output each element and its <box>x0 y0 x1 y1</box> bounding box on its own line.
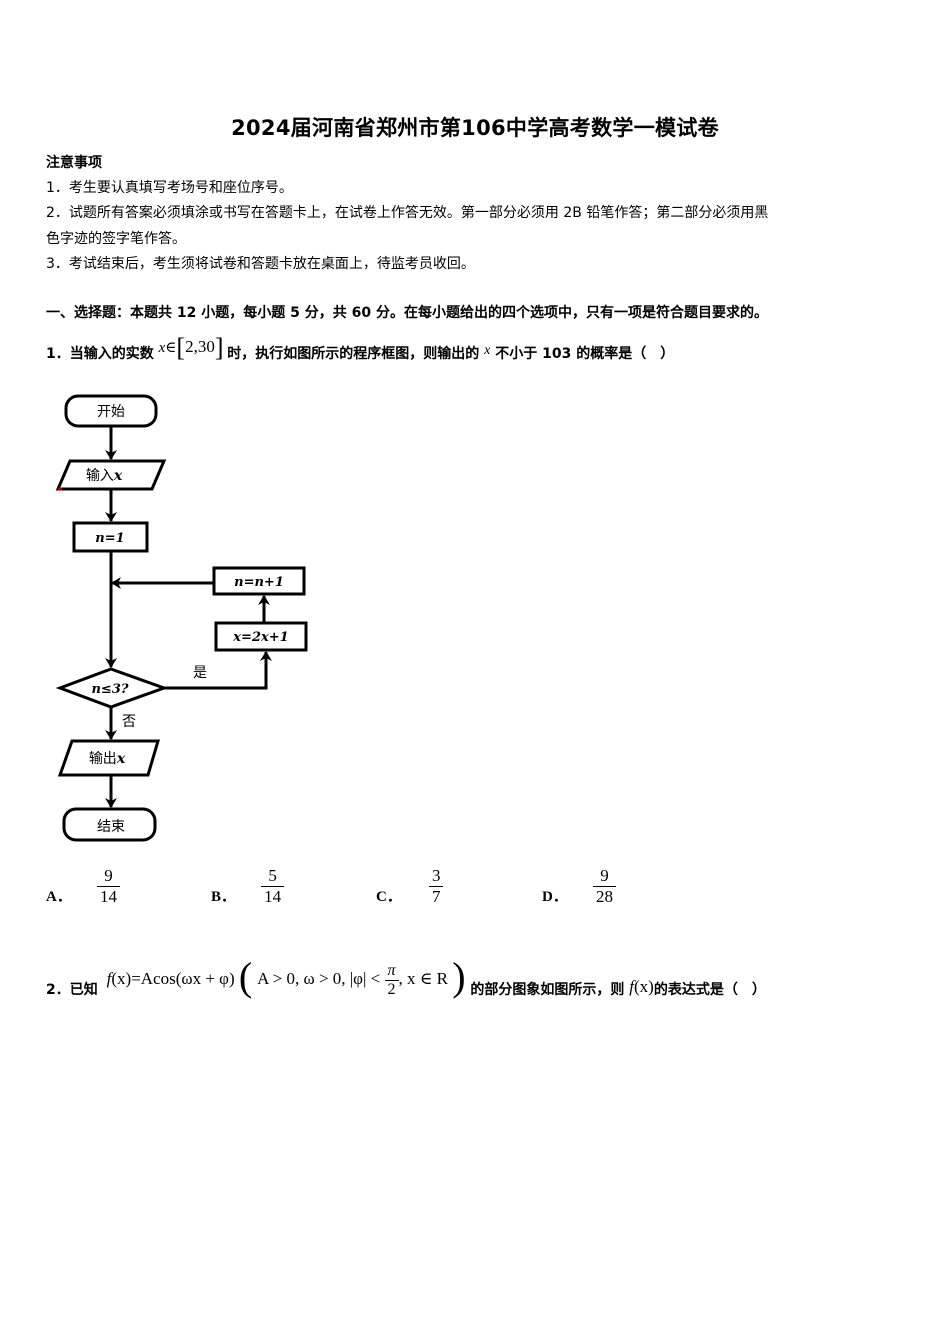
question-1-stem: 1．当输入的实数 x∈[2,30] 时，执行如图所示的程序框图，则输出的 x 不… <box>46 332 674 369</box>
flow-yes-label: 是 <box>193 665 207 681</box>
flow-update-n-node <box>212 566 306 596</box>
page-title: 2024届河南省郑州市第106中学高考数学一模试卷 <box>231 116 719 140</box>
flow-end-label: 结束 <box>97 819 125 835</box>
q1-middle: 时，执行如图所示的程序框图，则输出的 <box>227 346 480 362</box>
q2-function: f(x)=Acos(ωx + φ) <box>106 969 235 988</box>
svg-text:输入x: 输入x <box>86 468 123 484</box>
q2-prefix: 2．已知 <box>46 982 98 998</box>
flow-end-node <box>62 807 157 842</box>
flowchart: 开始 输入x n=1 n=n+1 x=2x+1 n≤3? 是 否 输出x 结束 <box>55 394 308 842</box>
flow-output-node <box>57 739 161 777</box>
q1-suffix: 不小于 103 的概率是（ ） <box>495 346 675 362</box>
notice-item-3: 3．考试结束后，考生须将试卷和答题卡放在桌面上，待监考员收回。 <box>46 256 475 272</box>
question-2-stem: 2．已知 f(x)=Acos(ωx + φ) ( A > 0, ω > 0, |… <box>46 954 766 999</box>
notice-item-2: 2．试题所有答案必须填涂或书写在答题卡上，在试卷上作答无效。第一部分必须用 2B… <box>46 205 769 221</box>
q1-condition: x∈[2,30] <box>158 333 224 362</box>
svg-text:输出x: 输出x <box>89 751 126 767</box>
flow-condition-label: n≤3? <box>91 682 128 697</box>
notice-heading: 注意事项 <box>46 155 102 171</box>
flow-update-x-label: x=2x+1 <box>232 630 288 645</box>
notice-item-1: 1．考生要认真填写考场号和座位序号。 <box>46 180 293 196</box>
flow-init-label: n=1 <box>95 531 124 546</box>
flow-input-node <box>55 459 167 491</box>
flow-no-label: 否 <box>122 714 136 730</box>
q1-prefix: 1．当输入的实数 <box>46 346 154 362</box>
section-heading: 一、选择题：本题共 12 小题，每小题 5 分，共 60 分。在每小题给出的四个… <box>46 305 768 321</box>
flow-update-n-label: n=n+1 <box>234 575 284 590</box>
q2-middle: 的部分图象如图所示，则 <box>470 982 625 998</box>
notice-item-2-cont: 色字迹的签字笔作答。 <box>46 231 186 247</box>
q2-suffix: 的表达式是（ ） <box>653 982 766 998</box>
flow-update-x-node <box>214 621 308 652</box>
q1-var-x: x <box>484 343 491 358</box>
flow-start-label: 开始 <box>97 404 125 420</box>
